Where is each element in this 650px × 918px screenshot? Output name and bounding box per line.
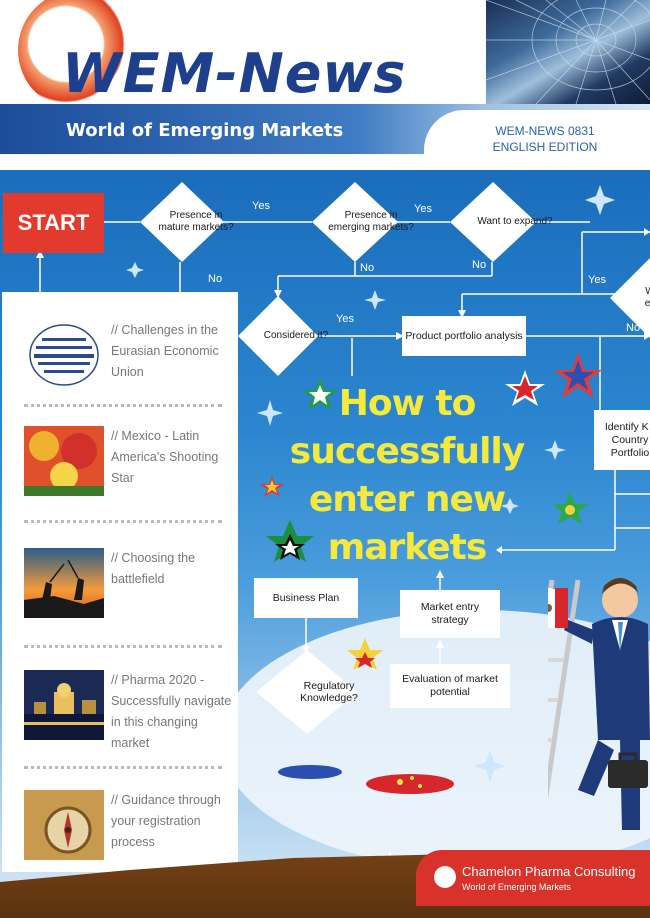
list-item[interactable]: // Guidance through your registration pr…	[24, 790, 234, 868]
article-title: // Challenges in the Eurasian Economic U…	[111, 323, 219, 379]
list-item[interactable]: // Pharma 2020 - Successfully navigate i…	[24, 670, 234, 750]
divider	[24, 645, 222, 654]
headline-line: successfully	[289, 431, 525, 472]
decision-partial: W ex	[610, 258, 650, 338]
divider	[24, 404, 222, 413]
box-identify: Identify K -Country Portfolio	[594, 410, 650, 470]
edition-code: WEM-NEWS 0831	[495, 124, 595, 138]
headline-line: enter new	[308, 479, 506, 520]
edition-language: ENGLISH EDITION	[492, 140, 598, 154]
header-dome-photo	[486, 0, 650, 104]
label-yes: Yes	[414, 203, 432, 215]
thumbnail-city-night	[24, 670, 104, 740]
label-yes: Yes	[252, 200, 270, 212]
start-button: START	[3, 193, 104, 253]
decision-emerging-markets: Presence in emerging markets?	[312, 182, 414, 262]
decision-regulatory: Regulatory Knowledge?	[256, 650, 358, 734]
label-no: No	[626, 322, 641, 334]
masthead: WEM-News World of Emerging Markets WEM-N…	[0, 0, 650, 170]
edition-tab	[424, 110, 650, 170]
article-title: // Choosing the battlefield	[111, 551, 196, 586]
label-no: No	[360, 262, 375, 274]
cover-headline: How to successfully enter new markets	[272, 380, 542, 572]
thumbnail-samurai-sunset	[24, 548, 104, 618]
logo-swoosh-icon	[18, 0, 138, 110]
decision-mature-markets: Presence in mature markets?	[140, 182, 234, 262]
businessman-illustration	[548, 578, 650, 830]
article-title: // Pharma 2020 - Successfully navigate i…	[111, 673, 232, 750]
list-item[interactable]: // Choosing the battlefield	[24, 548, 234, 626]
newsletter-title: WEM-News	[62, 42, 407, 105]
headline-line: markets	[327, 527, 488, 568]
decision-want-expand: Want to expand?	[450, 182, 553, 262]
article-title: // Guidance through your registration pr…	[111, 793, 221, 849]
newsletter-subtitle: World of Emerging Markets	[66, 120, 344, 141]
thumbnail-compass	[24, 790, 104, 860]
thumbnail-mexico-lanterns	[24, 426, 104, 496]
edition-info: WEM-NEWS 0831 ENGLISH EDITION	[460, 123, 630, 155]
cloud-shape	[220, 610, 650, 870]
list-item[interactable]: // Challenges in the Eurasian Economic U…	[24, 320, 234, 398]
label-no: No	[472, 259, 487, 271]
box-market-potential: Evaluation of market potential	[390, 664, 510, 708]
label-yes: Yes	[588, 274, 606, 286]
divider	[24, 520, 222, 529]
headline-line: How to	[338, 383, 477, 424]
divider	[24, 766, 222, 775]
brand-name: Chamelon Pharma Consulting	[462, 864, 636, 879]
decision-considered: Considered it?	[238, 296, 328, 376]
brand-tagline: World of Emerging Markets	[462, 882, 571, 892]
label-no: No	[208, 273, 223, 285]
article-title: // Mexico - Latin America's Shooting Sta…	[111, 429, 219, 485]
chameleon-logo-icon	[434, 866, 456, 888]
label-yes: Yes	[336, 313, 354, 325]
box-portfolio-analysis: Product portfolio analysis	[402, 316, 526, 356]
box-market-entry: Market entry strategy	[400, 590, 500, 638]
box-business-plan: Business Plan	[254, 578, 358, 618]
list-item[interactable]: // Mexico - Latin America's Shooting Sta…	[24, 426, 234, 504]
thumbnail-word-cloud	[24, 320, 104, 390]
